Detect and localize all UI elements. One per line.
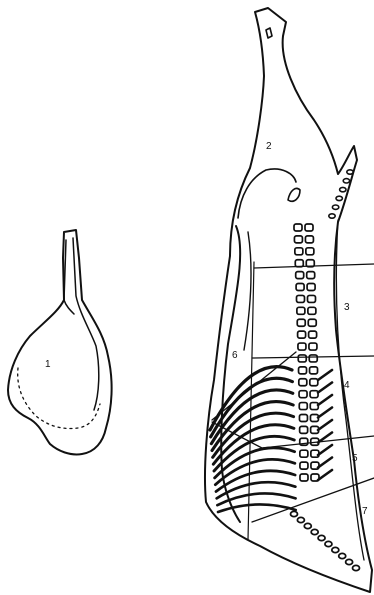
- vertebra: [309, 343, 317, 350]
- label-cut-4: 4: [344, 380, 350, 391]
- flank-inner-line: [244, 232, 251, 350]
- vertebra: [306, 248, 314, 255]
- rib-head: [318, 458, 332, 468]
- vertebra: [299, 403, 307, 410]
- vertebra: [305, 236, 313, 243]
- rib-head: [318, 445, 332, 455]
- neck-vertebra: [346, 559, 353, 564]
- vertebra: [296, 284, 304, 291]
- neck-vertebra: [304, 523, 311, 528]
- vertebra: [298, 331, 306, 338]
- pelvis-hole: [288, 188, 300, 201]
- vertebra: [299, 379, 307, 386]
- cut-line-6-5: [212, 422, 262, 448]
- rib-head: [318, 370, 332, 380]
- vertebra: [294, 236, 302, 243]
- rib-head: [318, 383, 332, 393]
- label-cut-7: 7: [362, 506, 368, 517]
- rib-head: [318, 420, 332, 430]
- vertebra: [295, 260, 303, 267]
- vertebra: [308, 307, 316, 314]
- vertebra: [310, 367, 318, 374]
- neck-vertebra: [311, 529, 318, 534]
- label-cut-6: 6: [232, 350, 238, 361]
- vertebra: [305, 224, 313, 231]
- vertebra: [294, 224, 302, 231]
- vertebra: [299, 367, 307, 374]
- vertebra: [297, 319, 305, 326]
- vertebral-column: [291, 170, 360, 571]
- hock-notch: [266, 28, 272, 38]
- vertebra: [295, 248, 303, 255]
- label-cut-1: 1: [45, 359, 51, 370]
- neck-vertebra: [291, 511, 298, 516]
- tail-vertebra: [329, 214, 335, 218]
- neck-vertebra: [325, 541, 332, 546]
- vertebra: [310, 403, 318, 410]
- vertebra: [300, 474, 308, 481]
- vertebra: [299, 414, 307, 421]
- vertebra: [297, 307, 305, 314]
- neck-vertebra: [297, 517, 304, 522]
- rib-head: [318, 408, 332, 418]
- vertebra: [296, 295, 304, 302]
- neck-vertebra: [353, 565, 360, 570]
- vertebra: [307, 295, 315, 302]
- label-cut-3: 3: [344, 302, 350, 313]
- vertebra: [307, 272, 315, 279]
- leg-bone-left: [64, 240, 74, 314]
- vertebra: [298, 343, 306, 350]
- leg-outline: [8, 230, 112, 454]
- cut-line-3-4: [252, 356, 374, 358]
- tail-vertebra: [336, 196, 342, 200]
- tail-vertebra: [332, 205, 338, 209]
- vertebra: [309, 355, 317, 362]
- tail-vertebra: [340, 187, 346, 191]
- rib-cage: [210, 367, 332, 512]
- vertebra: [300, 450, 308, 457]
- label-cut-2: 2: [266, 141, 272, 152]
- vertebra: [296, 272, 304, 279]
- half-carcass: [205, 8, 374, 592]
- vertebra: [310, 379, 318, 386]
- neck-vertebra: [339, 553, 346, 558]
- vertebra: [309, 331, 317, 338]
- vertebra: [298, 355, 306, 362]
- label-cut-5: 5: [352, 453, 358, 464]
- cut-1-leg: 1: [8, 230, 112, 454]
- tail-vertebra: [343, 179, 349, 183]
- vertebra: [299, 391, 307, 398]
- vertebra: [300, 426, 308, 433]
- neck-vertebra: [318, 535, 325, 540]
- neck-vertebra: [332, 547, 339, 552]
- tail-vertebra: [347, 170, 353, 174]
- rib-head: [318, 470, 332, 480]
- vertebra: [300, 438, 308, 445]
- vertebra: [308, 319, 316, 326]
- vertebra: [300, 462, 308, 469]
- vertebra: [310, 391, 318, 398]
- rib-head: [318, 395, 332, 405]
- vertebra: [307, 284, 315, 291]
